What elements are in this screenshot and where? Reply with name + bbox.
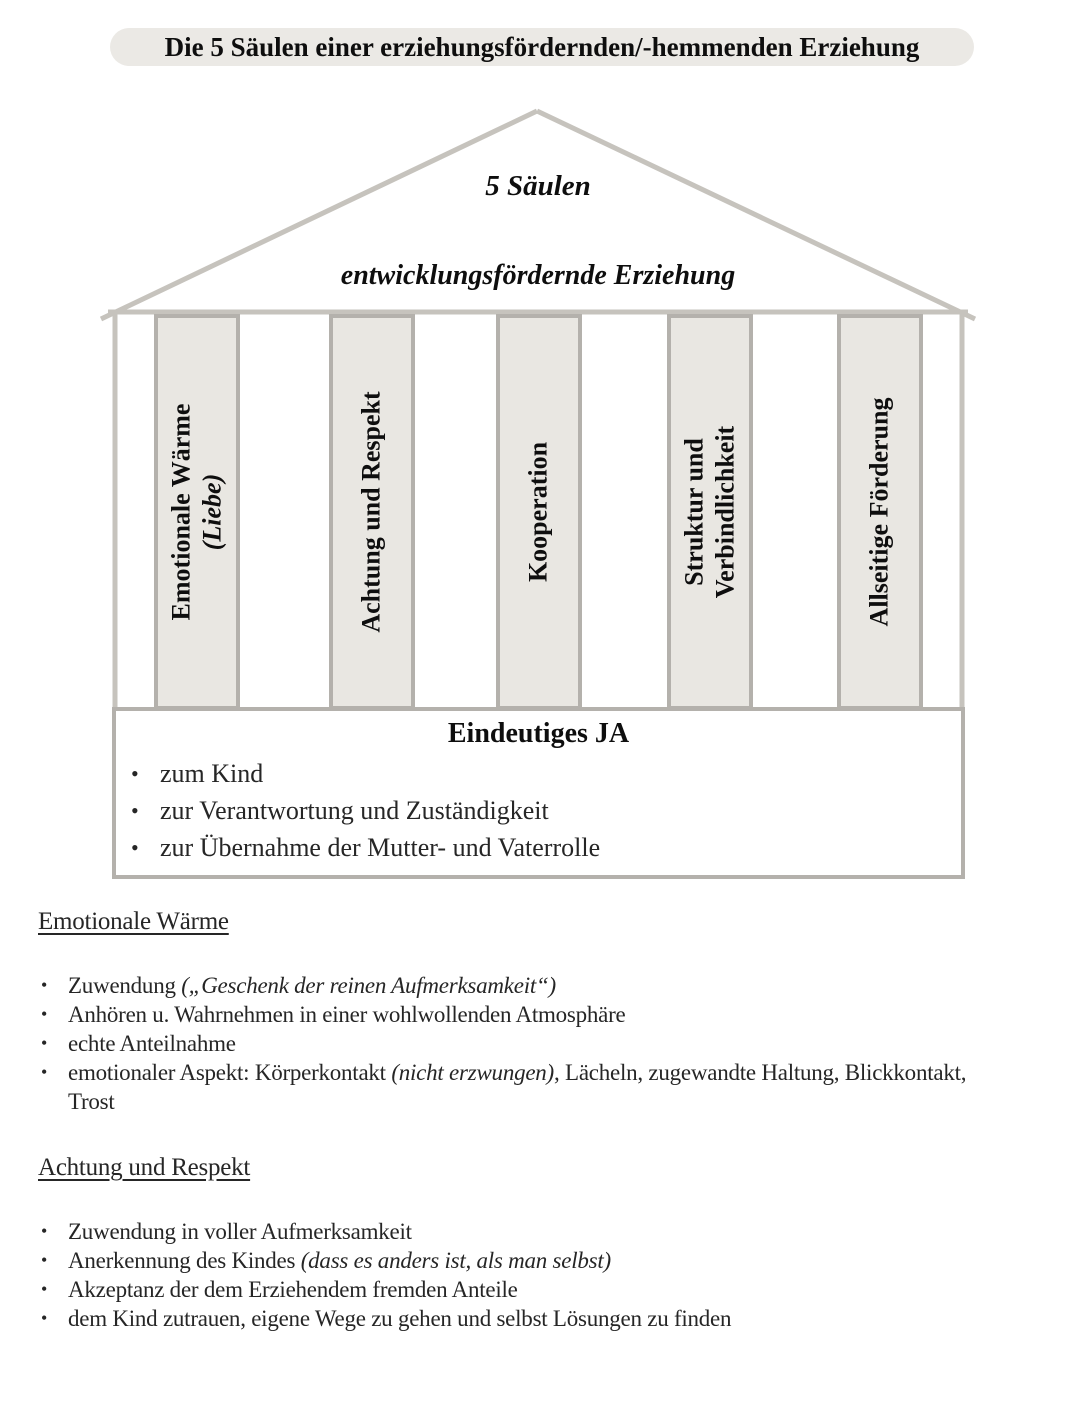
list-item-text: emotionaler Aspekt: Körperkontakt xyxy=(68,1060,392,1085)
list-item: zur Übernahme der Mutter- und Vaterrolle xyxy=(116,829,961,866)
roof-right-edge xyxy=(535,108,977,322)
list-item-text: , Lächeln, zugewandte Haltung, Blickkont… xyxy=(553,1060,967,1085)
pillar-label-line1: Achtung und Respekt xyxy=(356,391,386,633)
roof-left-edge xyxy=(99,108,539,322)
pillar-label-line1: Emotionale Wärme xyxy=(166,403,196,621)
pillar-label: Achtung und Respekt xyxy=(357,391,388,632)
pillars-diagram: 5 Säulen entwicklungsfördernde Erziehung… xyxy=(0,0,1080,900)
list-item-text: Anerkennung des Kindes xyxy=(68,1248,301,1273)
list-item: Zuwendung in voller Aufmerksamkeit xyxy=(38,1217,1050,1246)
base-box-title: Eindeutiges JA xyxy=(447,718,630,749)
list-item-italic: (dass es anders ist, als man selbst) xyxy=(300,1248,611,1273)
list-item: echte Anteilnahme xyxy=(38,1029,1050,1058)
list-item-text: zur Übernahme der Mutter- und Vaterrolle xyxy=(160,833,601,862)
list-item: dem Kind zutrauen, eigene Wege zu gehen … xyxy=(38,1304,1050,1333)
pillar-allseitige-foerderung: Allseitige Förderung xyxy=(837,314,923,710)
pillar-label: Struktur und Verbindlichkeit xyxy=(679,426,740,598)
list-item-text: Akzeptanz der dem Erziehendem fremden An… xyxy=(68,1277,518,1302)
pillar-label-line2: (Liebe) xyxy=(197,473,226,551)
list-item: zum Kind xyxy=(116,755,961,792)
pillar-label: Kooperation xyxy=(524,442,555,582)
roof-label-erziehung: entwicklungsfördernde Erziehung xyxy=(340,260,736,291)
roof-label-saeulen: 5 Säulen xyxy=(485,170,591,202)
pillar-label-line1: Struktur und xyxy=(679,438,709,586)
pillar-label-line2: Verbindlichkeit xyxy=(710,425,739,599)
list-item-text: echte Anteilnahme xyxy=(68,1031,236,1056)
list-item-text: Anhören u. Wahrnehmen in einer wohlwolle… xyxy=(68,1002,626,1027)
pillar-kooperation: Kooperation xyxy=(496,314,582,710)
section-heading-emotionale-waerme: Emotionale Wärme xyxy=(38,908,229,935)
section-heading-achtung-respekt: Achtung und Respekt xyxy=(38,1154,251,1181)
page-title: Die 5 Säulen einer erziehungsfördernden/… xyxy=(110,28,974,66)
house-outline xyxy=(99,108,977,709)
list-item: Akzeptanz der dem Erziehendem fremden An… xyxy=(38,1275,1050,1304)
list-item-text: zum Kind xyxy=(160,759,264,788)
list-item-text: Zuwendung in voller Aufmerksamkeit xyxy=(68,1219,412,1244)
list-item-italic: („Geschenk der reinen Aufmerksamkeit“) xyxy=(181,973,556,998)
list-item: Zuwendung („Geschenk der reinen Aufmerks… xyxy=(38,971,1050,1000)
list-item-text: Trost xyxy=(68,1089,115,1114)
list-item: zur Verantwortung und Zuständigkeit xyxy=(116,792,961,829)
list-item-italic: (nicht erzwungen) xyxy=(391,1060,554,1085)
pillar-label-line1: Allseitige Förderung xyxy=(864,397,894,627)
list-item: Anerkennung des Kindes (dass es anders i… xyxy=(38,1246,1050,1275)
list-item: emotionaler Aspekt: Körperkontakt (nicht… xyxy=(38,1058,1050,1116)
list-item-text: Zuwendung xyxy=(68,973,182,998)
section-bullet-list: Zuwendung („Geschenk der reinen Aufmerks… xyxy=(38,971,1050,1116)
list-item: Anhören u. Wahrnehmen in einer wohlwolle… xyxy=(38,1000,1050,1029)
pillar-label-line1: Kooperation xyxy=(523,441,553,583)
section-bullet-list: Zuwendung in voller Aufmerksamkeit Anerk… xyxy=(38,1217,1050,1333)
pillar-emotionale-waerme: Emotionale Wärme (Liebe) xyxy=(154,314,240,710)
base-bullet-list: zum Kind zur Verantwortung und Zuständig… xyxy=(116,755,961,866)
list-item-text: dem Kind zutrauen, eigene Wege zu gehen … xyxy=(68,1306,732,1331)
pillar-label: Allseitige Förderung xyxy=(865,398,896,627)
pillar-struktur-verbindlichkeit: Struktur und Verbindlichkeit xyxy=(667,314,753,710)
pillar-label: Emotionale Wärme (Liebe) xyxy=(166,404,227,621)
base-box: Eindeutiges JA zum Kind zur Verantwortun… xyxy=(112,707,965,879)
pillar-achtung-respekt: Achtung und Respekt xyxy=(329,314,415,710)
list-item-text: zur Verantwortung und Zuständigkeit xyxy=(160,796,549,825)
notes: Emotionale Wärme Zuwendung („Geschenk de… xyxy=(38,908,1050,1333)
